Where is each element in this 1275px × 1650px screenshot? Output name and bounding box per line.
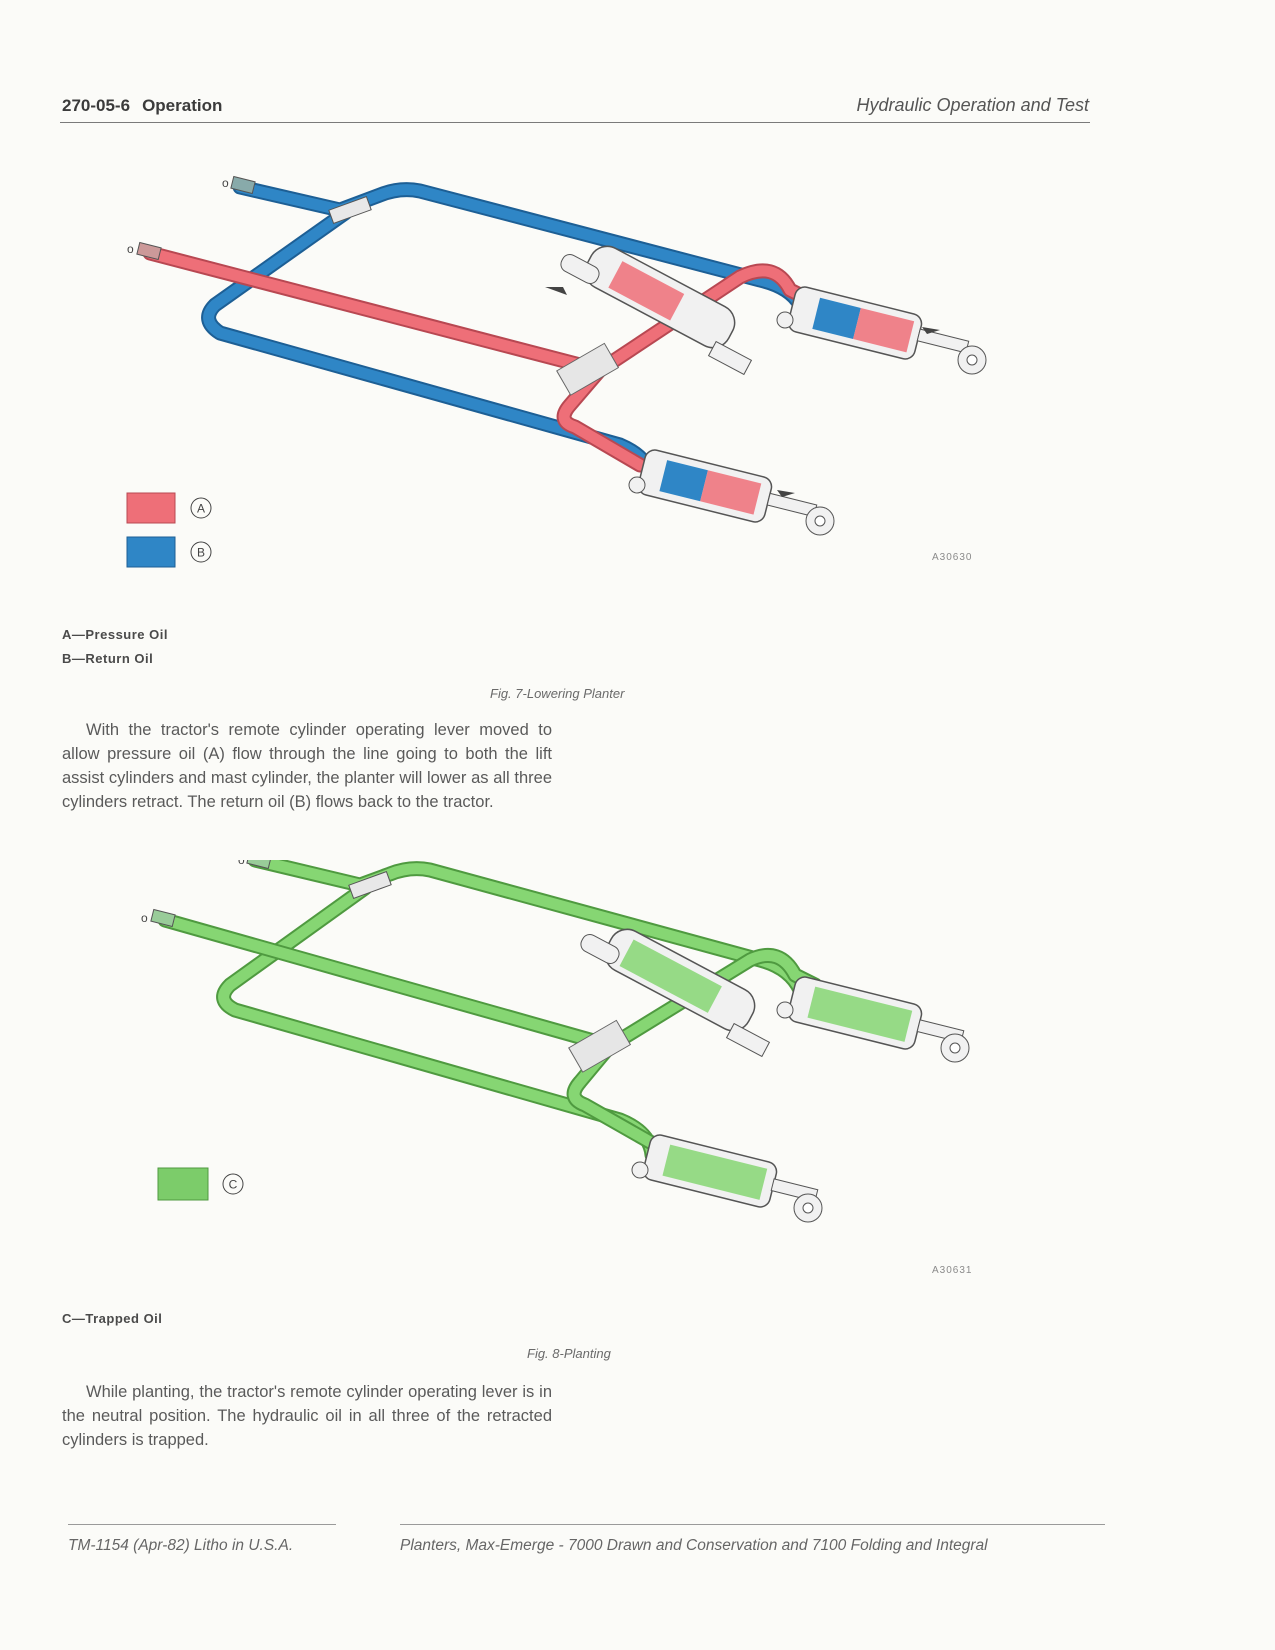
legend-marker-a [190, 497, 212, 519]
hydraulic-diagram-planting: o o [141, 860, 970, 1223]
key-trapped-oil: C—Trapped Oil [62, 1311, 163, 1326]
lift-assist-cylinder-lower [628, 449, 835, 536]
legend-marker-c [222, 1173, 244, 1195]
key-pressure-oil: A—Pressure Oil [62, 627, 168, 642]
legend-swatch-return [126, 536, 176, 568]
lift-assist-cylinder-upper-2 [776, 976, 970, 1063]
header-rule [60, 122, 1090, 123]
trapped-oil-lines [157, 860, 823, 1163]
lift-assist-cylinder-upper [776, 286, 987, 375]
svg-text:o: o [141, 911, 148, 925]
legend-swatch-trapped [157, 1167, 209, 1201]
figure-caption-2: Fig. 8-Planting [527, 1346, 611, 1361]
paragraph-planting: While planting, the tractor's remote cyl… [62, 1383, 552, 1449]
figure-lowering-planter: o o [0, 165, 1275, 605]
footer-title: Planters, Max-Emerge - 7000 Drawn and Co… [400, 1537, 988, 1554]
figure-planting: o o [0, 860, 1275, 1300]
hose-couplers-2: o o [141, 860, 632, 1073]
svg-text:o: o [222, 176, 229, 190]
legend-letter-c: C [229, 1178, 238, 1192]
paragraph-lowering: With the tractor's remote cylinder opera… [62, 721, 552, 811]
hydraulic-diagram-lowering: o o [126, 175, 987, 568]
pressure-oil-lines [142, 245, 818, 473]
legend-marker-b [190, 541, 212, 563]
legend-fig1: A B [126, 492, 212, 568]
footer-doc-id: TM-1154 (Apr-82) Litho in U.S.A. [68, 1537, 294, 1554]
lift-assist-cylinder-lower-2 [631, 1134, 823, 1223]
legend-letter-a: A [197, 502, 205, 516]
footer-rule-left [68, 1524, 336, 1525]
chapter-title: Hydraulic Operation and Test [856, 95, 1089, 115]
footer-rule-right [400, 1524, 1105, 1525]
legend-swatch-pressure [126, 492, 176, 524]
key-return-oil: B—Return Oil [62, 651, 154, 666]
mast-cylinder [545, 245, 753, 376]
page-header-left: 270-05-6 Operation [62, 96, 222, 116]
figure-caption-1: Fig. 7-Lowering Planter [490, 686, 625, 701]
legend-letter-b: B [197, 546, 205, 560]
section-title: Operation [142, 96, 223, 115]
mast-cylinder-2 [580, 928, 771, 1058]
svg-text:o: o [238, 860, 245, 867]
svg-text:o: o [127, 242, 134, 256]
figure-id-1: A30630 [932, 552, 973, 563]
legend-fig2: C [157, 1167, 244, 1201]
hose-couplers: o o [127, 175, 620, 396]
page-code: 270-05-6 [62, 96, 131, 115]
figure-id-2: A30631 [932, 1265, 973, 1276]
